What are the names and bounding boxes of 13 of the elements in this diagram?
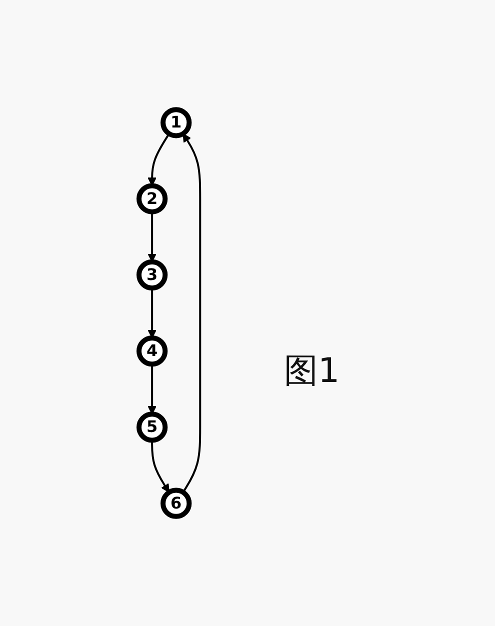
arrow [148,212,157,262]
arrow [152,440,170,493]
arrow [148,288,157,338]
node-circle: 6 [160,488,192,519]
arrow [182,133,202,493]
figure-caption: 图1 [284,350,340,393]
node-circle: 5 [136,412,168,443]
node-circle: 1 [160,107,192,138]
arrow [148,133,170,186]
node-circle: 2 [136,183,168,214]
node-circle: 4 [136,336,168,367]
arrow [148,364,157,415]
node-circle: 3 [136,259,168,290]
